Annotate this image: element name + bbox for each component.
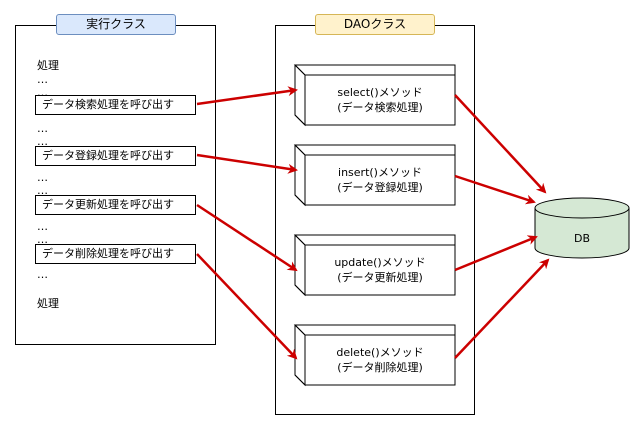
process-text-top: 処理 bbox=[37, 59, 59, 72]
method-update-name: update()メソッド bbox=[334, 256, 426, 269]
arrow-select-call bbox=[196, 86, 298, 106]
arrow-insert-db bbox=[454, 174, 536, 205]
arrow-update-call bbox=[196, 203, 298, 272]
method-delete-desc: (データ削除処理) bbox=[337, 361, 423, 374]
arrow-insert-call bbox=[196, 153, 298, 174]
arrow-update-db bbox=[454, 235, 538, 272]
method-update-box bbox=[293, 234, 456, 297]
method-insert-desc: (データ登録処理) bbox=[337, 181, 423, 194]
ellipsis-line: … bbox=[37, 86, 48, 99]
exec-class-panel bbox=[15, 25, 216, 345]
ellipsis-line: … bbox=[37, 233, 48, 246]
arrow-delete-call bbox=[196, 253, 298, 360]
ellipsis-line: … bbox=[37, 135, 48, 148]
call-select-box: データ検索処理を呼び出す bbox=[35, 95, 196, 115]
method-delete-name: delete()メソッド bbox=[336, 346, 424, 359]
method-delete-box bbox=[293, 324, 456, 387]
ellipsis-line: … bbox=[37, 220, 48, 233]
arrow-delete-db bbox=[454, 258, 550, 359]
method-select-desc: (データ検索処理) bbox=[337, 101, 423, 114]
arrow-select-db bbox=[454, 94, 547, 194]
ellipsis-line: … bbox=[37, 171, 48, 184]
method-update-desc: (データ更新処理) bbox=[337, 271, 423, 284]
db-label: DB bbox=[573, 232, 591, 245]
ellipsis-line: … bbox=[37, 122, 48, 135]
ellipsis-line: … bbox=[37, 268, 48, 281]
ellipsis-line: … bbox=[37, 73, 48, 86]
method-select-name: select()メソッド bbox=[337, 86, 423, 99]
exec-class-title: 実行クラス bbox=[56, 14, 176, 35]
call-delete-box: データ削除処理を呼び出す bbox=[35, 244, 196, 264]
method-insert-name: insert()メソッド bbox=[338, 166, 422, 179]
call-insert-box: データ登録処理を呼び出す bbox=[35, 146, 196, 166]
call-update-box: データ更新処理を呼び出す bbox=[35, 195, 196, 215]
dao-class-title: DAOクラス bbox=[315, 14, 435, 35]
process-text-bottom: 処理 bbox=[37, 297, 59, 310]
db-cylinder bbox=[534, 197, 630, 259]
method-insert-box bbox=[293, 144, 456, 207]
ellipsis-line: … bbox=[37, 184, 48, 197]
method-select-box bbox=[293, 64, 456, 127]
